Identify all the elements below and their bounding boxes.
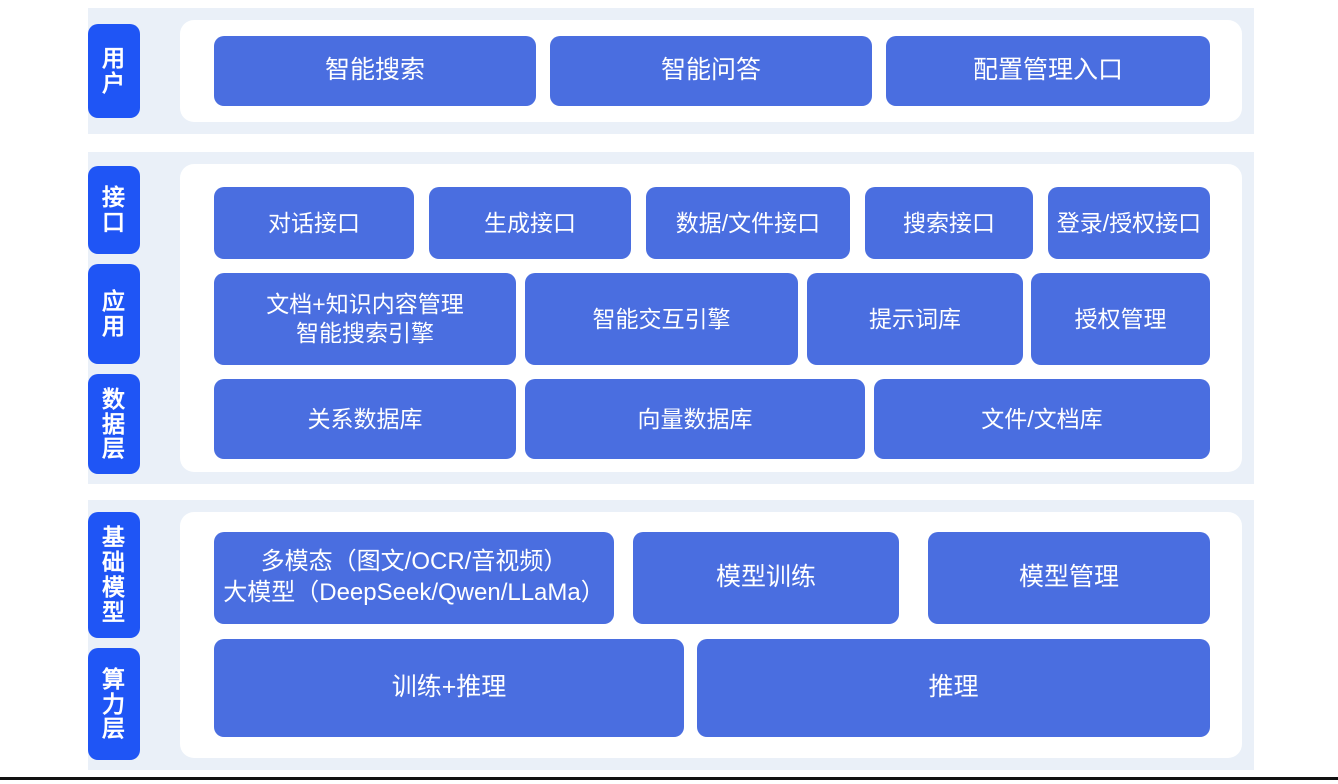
box-inference[interactable]: 推理 [697, 639, 1210, 737]
box-smart-search[interactable]: 智能搜索 [214, 36, 536, 106]
box-smart-interaction-engine[interactable]: 智能交互引擎 [525, 273, 798, 365]
section-tab-data-layer: 数据层 [88, 374, 140, 474]
box-multimodal-large-model[interactable]: 多模态（图文/OCR/音视频） 大模型（DeepSeek/Qwen/LLaMa） [214, 532, 614, 624]
section-tab-user-label: 用户 [102, 45, 126, 96]
bottom-rule [0, 777, 1338, 780]
section-base-panel: 多模态（图文/OCR/音视频） 大模型（DeepSeek/Qwen/LLaMa）… [180, 512, 1242, 758]
section-middle-panel: 对话接口 生成接口 数据/文件接口 搜索接口 登录/授权接口 文档+知识内容管理… [180, 164, 1242, 472]
section-tab-application-label: 应用 [102, 288, 126, 339]
box-generation-interface[interactable]: 生成接口 [429, 187, 631, 259]
section-user: 用户 智能搜索 智能问答 配置管理入口 [88, 8, 1254, 134]
box-file-document-store[interactable]: 文件/文档库 [874, 379, 1210, 459]
box-doc-knowledge-content-management[interactable]: 文档+知识内容管理 智能搜索引擎 [214, 273, 516, 365]
section-tab-application: 应用 [88, 264, 140, 364]
section-tab-user: 用户 [88, 24, 140, 118]
box-search-interface[interactable]: 搜索接口 [865, 187, 1033, 259]
section-base: 基础模型 算力层 多模态（图文/OCR/音视频） 大模型（DeepSeek/Qw… [88, 500, 1254, 770]
box-login-auth-interface[interactable]: 登录/授权接口 [1048, 187, 1210, 259]
section-tab-interface: 接口 [88, 166, 140, 254]
section-tab-compute-layer-label: 算力层 [102, 665, 126, 742]
box-relational-database[interactable]: 关系数据库 [214, 379, 516, 459]
section-tab-interface-label: 接口 [102, 184, 126, 235]
box-dialog-interface[interactable]: 对话接口 [214, 187, 414, 259]
section-user-panel: 智能搜索 智能问答 配置管理入口 [180, 20, 1242, 122]
section-tab-foundation-model: 基础模型 [88, 512, 140, 638]
section-tab-foundation-model-label: 基础模型 [102, 524, 126, 625]
box-prompt-library[interactable]: 提示词库 [807, 273, 1023, 365]
box-vector-database[interactable]: 向量数据库 [525, 379, 865, 459]
box-training-plus-inference[interactable]: 训练+推理 [214, 639, 684, 737]
box-model-training[interactable]: 模型训练 [633, 532, 899, 624]
box-config-management-entry[interactable]: 配置管理入口 [886, 36, 1210, 106]
box-authorization-management[interactable]: 授权管理 [1031, 273, 1210, 365]
section-tab-compute-layer: 算力层 [88, 648, 140, 760]
box-model-management[interactable]: 模型管理 [928, 532, 1210, 624]
section-middle: 接口 应用 数据层 对话接口 生成接口 数据/文件接口 搜索接口 登录/授权接口… [88, 152, 1254, 484]
box-data-file-interface[interactable]: 数据/文件接口 [646, 187, 850, 259]
section-tab-data-layer-label: 数据层 [102, 385, 126, 462]
box-smart-qa[interactable]: 智能问答 [550, 36, 872, 106]
